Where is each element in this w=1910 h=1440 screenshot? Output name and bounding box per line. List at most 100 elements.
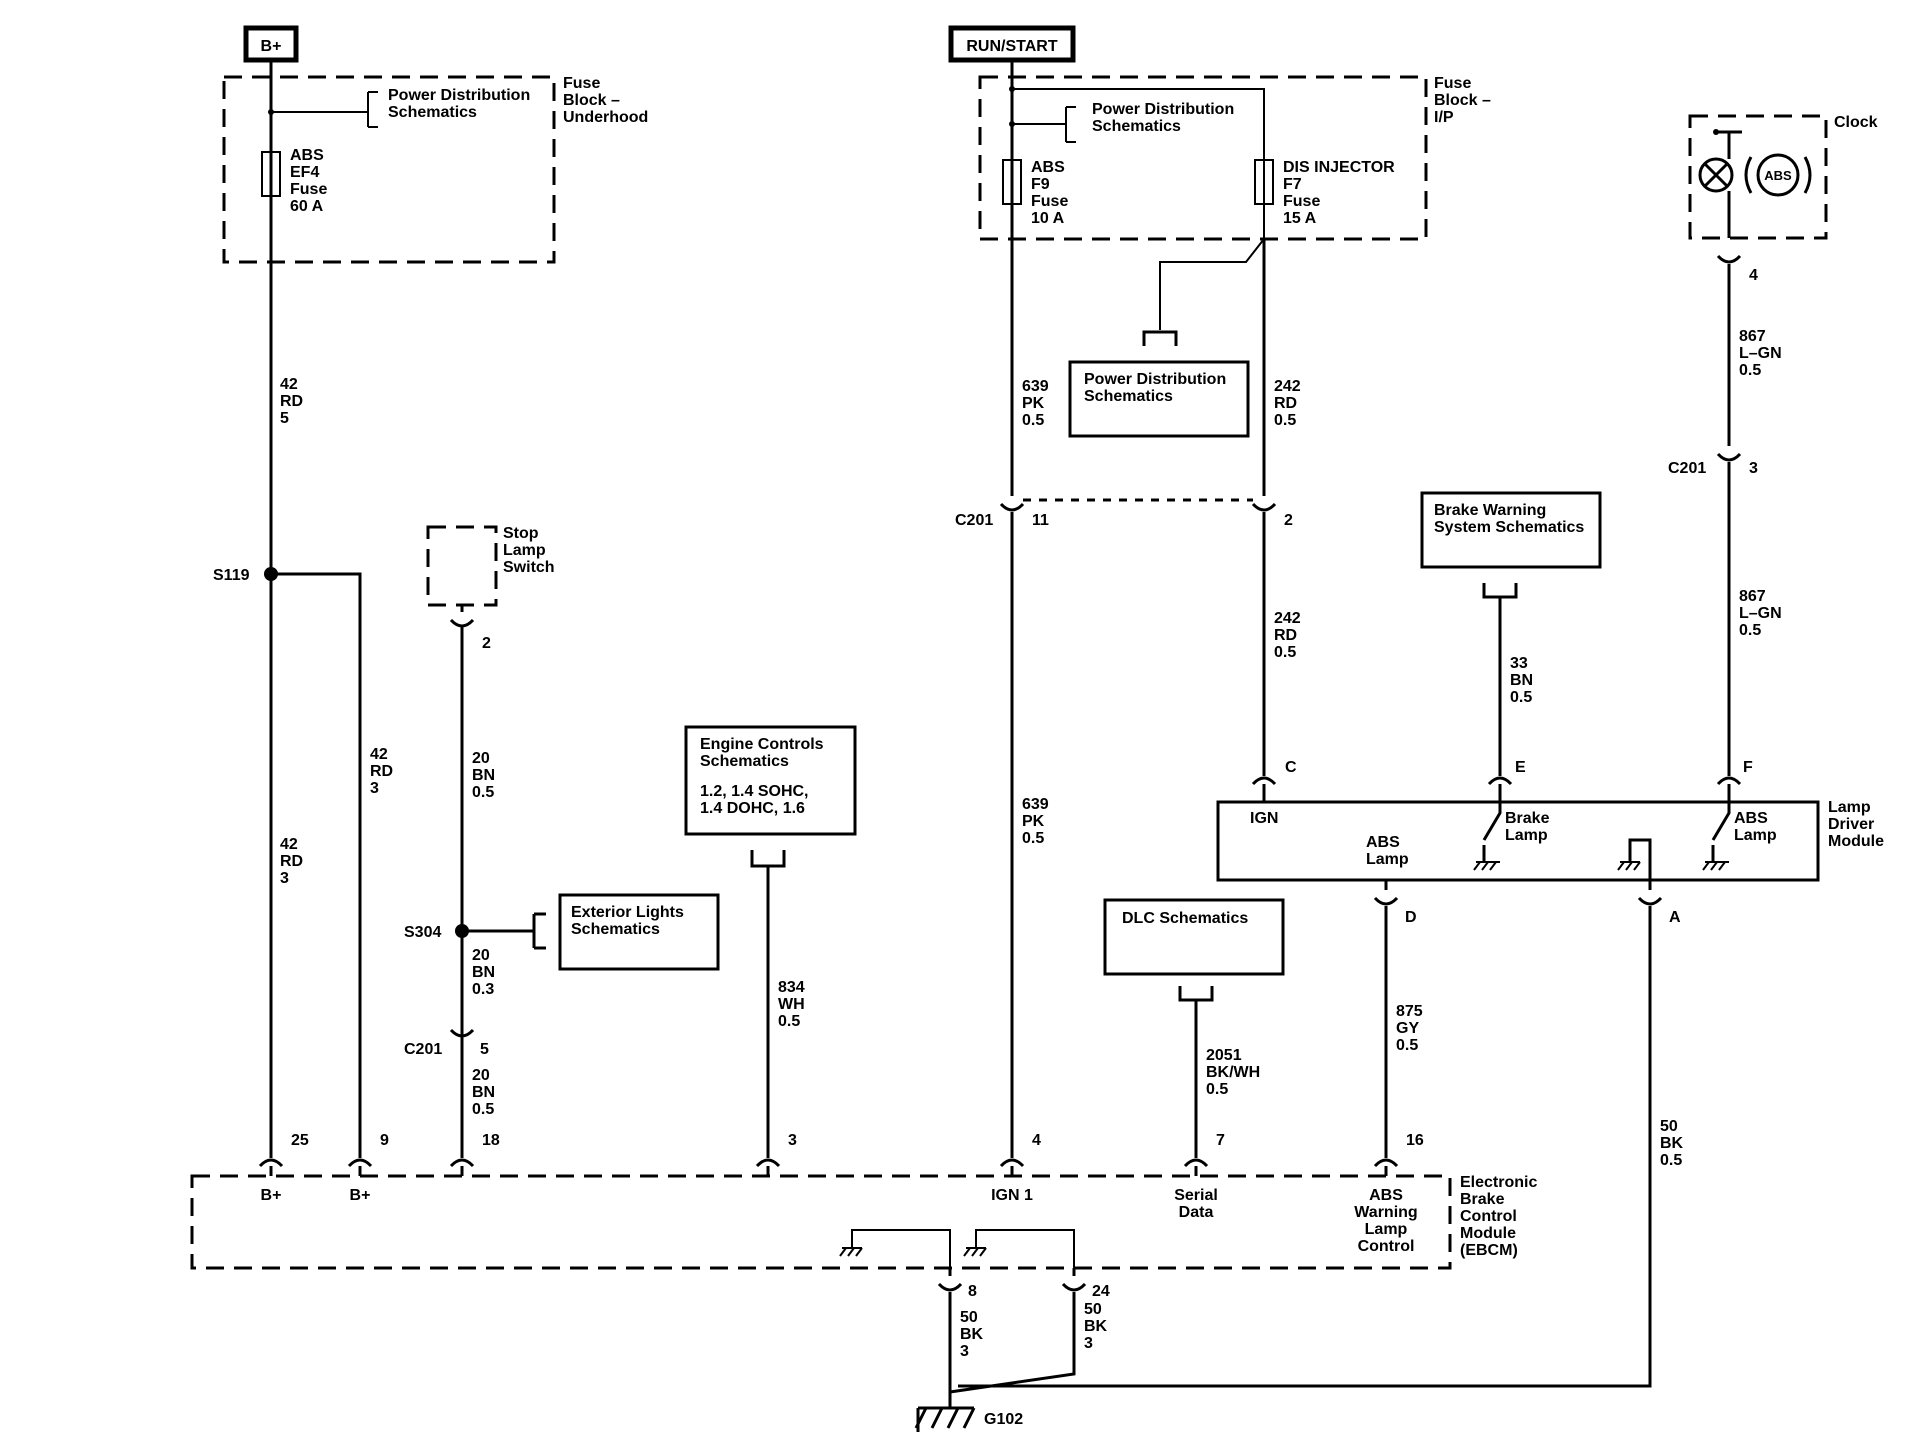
- internal-ground-icon: [1628, 838, 1652, 880]
- pin-f: F: [1743, 759, 1753, 776]
- wire-867a-2: L–GN: [1739, 345, 1782, 362]
- fuse-block-underhood: Fuse Block – Underhood Power Distributio…: [222, 75, 648, 264]
- exterior-lights-ref: Exterior Lights Schematics: [558, 893, 720, 971]
- fuse-f9-3: Fuse: [1031, 193, 1068, 210]
- ip-pds-ref-1: Power Distribution: [1092, 101, 1234, 118]
- wire-20bn03-1: 20: [472, 947, 490, 964]
- brake-lamp-2: Lamp: [1505, 827, 1548, 844]
- wire-42rd3a-2: RD: [280, 853, 303, 870]
- lamp-driver-label-1: Lamp: [1828, 799, 1871, 816]
- wire-50a-1: 50: [1660, 1118, 1678, 1135]
- wire-20bn05a-2: BN: [472, 767, 495, 784]
- wire-20bn05b-3: 0.5: [472, 1101, 494, 1118]
- pin-25: 25: [291, 1132, 309, 1149]
- wire-242b-1: 242: [1274, 610, 1301, 627]
- clock-label: Clock: [1834, 114, 1878, 131]
- ground-icon: [914, 1406, 976, 1432]
- ground-label: G102: [984, 1411, 1023, 1428]
- wire-867a-3: 0.5: [1739, 362, 1761, 379]
- fuse-f9-1: ABS: [1031, 159, 1065, 176]
- brake-lamp-switch-icon: [1482, 802, 1502, 862]
- wire-639b-1: 639: [1022, 796, 1049, 813]
- ebcm-label-2: Brake: [1460, 1191, 1505, 1208]
- fuse-block-underhood-label-2: Block –: [563, 92, 620, 109]
- pin-4: 4: [1032, 1132, 1041, 1149]
- pin-18: 18: [482, 1132, 500, 1149]
- pds-ref-1: Power Distribution: [1084, 371, 1226, 388]
- dlc-ref-1: DLC Schematics: [1122, 910, 1248, 927]
- run-start-label: RUN/START: [966, 38, 1057, 55]
- ebcm-pin-abs-2: Warning: [1354, 1204, 1417, 1221]
- fuse-block-ip-label-1: Fuse: [1434, 75, 1471, 92]
- wire-42rd3b-1: 42: [370, 746, 388, 763]
- ebcm-pin-bplus2: B+: [350, 1187, 371, 1204]
- brake-warning-ref: Brake Warning System Schematics: [1420, 491, 1602, 569]
- fuse-block-underhood-label-1: Fuse: [563, 75, 600, 92]
- engine-controls-1: Engine Controls: [700, 736, 824, 753]
- wire-867b-1: 867: [1739, 588, 1766, 605]
- wire-50a-2: BK: [1660, 1135, 1684, 1152]
- fuse-ef4-1: ABS: [290, 147, 324, 164]
- pin-16: 16: [1406, 1132, 1424, 1149]
- wire-875-1: 875: [1396, 1003, 1423, 1020]
- pds-ref: Power Distribution Schematics: [1068, 360, 1250, 438]
- wire-875-2: GY: [1396, 1020, 1419, 1037]
- wire-867a-1: 867: [1739, 328, 1766, 345]
- wire-20bn03-3: 0.3: [472, 981, 494, 998]
- stop-lamp-3: Switch: [503, 559, 555, 576]
- c201-right-label: C201: [1668, 460, 1706, 477]
- pin-7: 7: [1216, 1132, 1225, 1149]
- wire-50c-2: BK: [1084, 1318, 1108, 1335]
- dlc-ref: DLC Schematics: [1103, 898, 1285, 976]
- wire-42rd3a-3: 3: [280, 870, 289, 887]
- clock-module: Clock ABS: [1688, 114, 1878, 240]
- ip-pds-ref-2: Schematics: [1092, 118, 1181, 135]
- stop-lamp-1: Stop: [503, 525, 539, 542]
- c201-stop-label: C201: [404, 1041, 442, 1058]
- ebcm-pin-ign1: IGN 1: [991, 1187, 1033, 1204]
- fuse-ef4-4: 60 A: [290, 198, 324, 215]
- abs-lamp-right-1: ABS: [1734, 810, 1768, 827]
- wire-834-2: WH: [778, 996, 805, 1013]
- stop-lamp-2: Lamp: [503, 542, 546, 559]
- engine-controls-ref: Engine Controls Schematics 1.2, 1.4 SOHC…: [684, 725, 857, 836]
- pin-c201-2: 2: [1284, 512, 1293, 529]
- abs-lamp-switch-icon: [1711, 802, 1731, 862]
- run-start-source: RUN/START: [948, 25, 1076, 63]
- abs-lamp-2: Lamp: [1366, 851, 1409, 868]
- wire-2051-1: 2051: [1206, 1047, 1242, 1064]
- wire-42rd3a-1: 42: [280, 836, 298, 853]
- uh-pds-ref-2: Schematics: [388, 104, 477, 121]
- pin-8: 8: [968, 1283, 977, 1300]
- engine-controls-2: Schematics: [700, 753, 789, 770]
- wire-33-1: 33: [1510, 655, 1528, 672]
- ebcm-label-4: Module: [1460, 1225, 1516, 1242]
- abs-lamp-1: ABS: [1366, 834, 1400, 851]
- wire-867b-3: 0.5: [1739, 622, 1761, 639]
- brake-warning-2: System Schematics: [1434, 519, 1584, 536]
- wire-875-3: 0.5: [1396, 1037, 1418, 1054]
- engine-controls-3: 1.2, 1.4 SOHC,: [700, 783, 809, 800]
- ebcm-label-1: Electronic: [1460, 1174, 1537, 1191]
- uh-pds-ref-1: Power Distribution: [388, 87, 530, 104]
- abs-lamp-right-2: Lamp: [1734, 827, 1777, 844]
- wire-242a-3: 0.5: [1274, 412, 1296, 429]
- brake-lamp-1: Brake: [1505, 810, 1550, 827]
- pin-c201-5: 5: [480, 1041, 489, 1058]
- wire-867b-2: L–GN: [1739, 605, 1782, 622]
- pin-c: C: [1285, 759, 1297, 776]
- ebcm-label-3: Control: [1460, 1208, 1517, 1225]
- wire-50a-3: 0.5: [1660, 1152, 1682, 1169]
- fuse-f9-2: F9: [1031, 176, 1050, 193]
- lamp-driver-ign: IGN: [1250, 810, 1278, 827]
- wire-242b-2: RD: [1274, 627, 1297, 644]
- ebcm-pin-serial-1: Serial: [1174, 1187, 1218, 1204]
- fuse-ef4-3: Fuse: [290, 181, 327, 198]
- wire-20bn05b-2: BN: [472, 1084, 495, 1101]
- wire-2051-3: 0.5: [1206, 1081, 1228, 1098]
- fuse-f7-1: DIS INJECTOR: [1283, 159, 1395, 176]
- wire-42rd5-2: RD: [280, 393, 303, 410]
- wire-20bn05a-3: 0.5: [472, 784, 494, 801]
- splice-s304-label: S304: [404, 924, 441, 941]
- wire-242a-1: 242: [1274, 378, 1301, 395]
